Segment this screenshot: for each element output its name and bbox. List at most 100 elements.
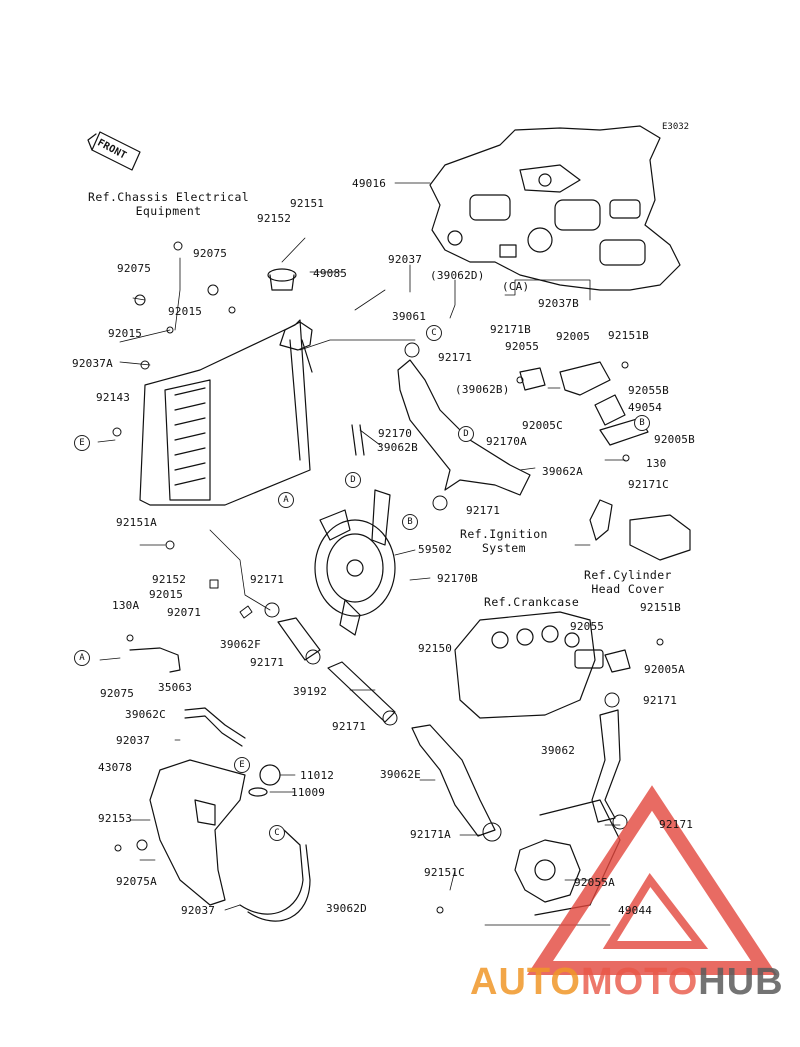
callout-b-1: B	[634, 415, 650, 431]
leader-lines	[97, 182, 626, 926]
radiator-cap-49085	[267, 268, 297, 291]
ref-crankcase-line1: Ref.Crankcase	[484, 595, 580, 609]
part-label-92171-f: 92171	[332, 720, 367, 733]
part-label-92171-e: 92171	[643, 694, 678, 707]
reservoir-hose-39062D	[239, 829, 311, 922]
under-cover-49016	[429, 125, 681, 291]
ref-chassis-line2: Equipment	[135, 204, 202, 218]
part-label-39062D-paren: (39062D)	[430, 269, 485, 282]
watermark-triangle-logo	[527, 785, 777, 975]
part-label-92151B-a: 92151B	[608, 329, 649, 342]
fitting-92005A	[604, 649, 631, 673]
thermostat-housing	[519, 361, 649, 446]
part-label-39062B: 39062B	[377, 441, 418, 454]
cylinder-head-cover	[589, 499, 691, 561]
part-label-92015-c: 92015	[149, 588, 184, 601]
part-label-CA: (CA)	[502, 280, 530, 293]
part-label-92037-b: 92037	[116, 734, 151, 747]
part-label-92055-b: 92055	[570, 620, 605, 633]
part-label-130A: 130A	[112, 599, 140, 612]
part-label-39062E: 39062E	[380, 768, 421, 781]
part-label-92171-c: 92171	[250, 573, 285, 586]
part-label-59502: 59502	[418, 543, 453, 556]
part-label-92151C: 92151C	[424, 866, 465, 879]
part-label-49085: 49085	[313, 267, 348, 280]
ref-ignition-line2: System	[481, 541, 526, 555]
callout-a-2: A	[74, 650, 90, 666]
part-label-49054: 49054	[628, 401, 663, 414]
part-label-92005A: 92005A	[644, 663, 685, 676]
cooling-fan-59502	[314, 489, 396, 636]
hose-39062E	[411, 724, 496, 837]
part-label-49016: 49016	[352, 177, 387, 190]
part-label-39062B-paren: (39062B)	[455, 383, 510, 396]
part-label-92075-b: 92075	[117, 262, 152, 275]
part-label-92153: 92153	[98, 812, 133, 825]
front-direction-arrow	[87, 131, 141, 171]
part-label-92152-top: 92152	[257, 212, 292, 225]
part-label-39061: 39061	[392, 310, 427, 323]
part-label-35063: 35063	[158, 681, 193, 694]
watermark-text: AUTOMOTOHUB	[470, 960, 784, 1004]
hose-39062	[591, 709, 621, 823]
part-label-92005: 92005	[556, 330, 591, 343]
part-label-130-a: 130	[646, 457, 667, 470]
part-label-39192: 39192	[293, 685, 328, 698]
part-label-92171-g: 92171	[659, 818, 694, 831]
ref-cylinder-line1: Ref.Cylinder	[584, 568, 672, 582]
part-label-92075A: 92075A	[116, 875, 157, 888]
part-label-11009: 11009	[291, 786, 326, 799]
ref-ignition-line1: Ref.Ignition	[460, 527, 548, 541]
pipe-39062F	[277, 617, 321, 661]
ref-chassis-line1: Ref.Chassis Electrical	[88, 190, 250, 204]
ref-cylinder-line2: Head Cover	[591, 582, 665, 596]
part-label-92150: 92150	[418, 642, 453, 655]
part-label-49044: 49044	[618, 904, 653, 917]
part-label-39062C: 39062C	[125, 708, 166, 721]
pipe-39192	[327, 661, 396, 723]
part-label-92055B: 92055B	[628, 384, 669, 397]
part-label-92143: 92143	[96, 391, 131, 404]
part-label-92055-a: 92055	[505, 340, 540, 353]
radiator-core	[139, 319, 313, 506]
crankcase	[454, 611, 604, 719]
part-label-92075-a: 92075	[193, 247, 228, 260]
ref-cylinder-head-cover: Ref.Cylinder Head Cover	[584, 568, 672, 596]
part-label-92171B: 92171B	[490, 323, 531, 336]
part-label-92075-c: 92075	[100, 687, 135, 700]
part-label-92005B: 92005B	[654, 433, 695, 446]
part-label-92171-a: 92171	[438, 351, 473, 364]
diagram-id-code: E3032	[662, 122, 690, 132]
part-label-92005C: 92005C	[522, 419, 563, 432]
fasteners	[112, 241, 664, 914]
part-label-92171-d: 92171	[250, 656, 285, 669]
callout-e-1: E	[74, 435, 90, 451]
part-label-92151-top: 92151	[290, 197, 325, 210]
part-label-92151A: 92151A	[116, 516, 157, 529]
part-label-92071: 92071	[167, 606, 202, 619]
watermark-part-moto: MOTO	[580, 961, 699, 1003]
part-label-92171C: 92171C	[628, 478, 669, 491]
small-hose-39062B	[351, 424, 365, 456]
part-label-39062F: 39062F	[220, 638, 261, 651]
part-label-92170: 92170	[378, 427, 413, 440]
part-label-92152-b: 92152	[152, 573, 187, 586]
reservoir-tank-43078	[149, 759, 281, 906]
part-label-92015-b: 92015	[108, 327, 143, 340]
part-label-92170B: 92170B	[437, 572, 478, 585]
part-label-92171-b: 92171	[466, 504, 501, 517]
upper-hose-39062A	[397, 359, 531, 496]
callout-a-1: A	[278, 492, 294, 508]
hose-39062C	[184, 707, 246, 747]
part-label-92037-c: 92037	[181, 904, 216, 917]
callout-e-2: E	[234, 757, 250, 773]
water-pump-49044	[514, 799, 621, 916]
part-label-92055A: 92055A	[574, 876, 615, 889]
part-label-92171A: 92171A	[410, 828, 451, 841]
part-label-39062D: 39062D	[326, 902, 367, 915]
part-label-11012: 11012	[300, 769, 335, 782]
part-label-92037B: 92037B	[538, 297, 579, 310]
part-label-92170A: 92170A	[486, 435, 527, 448]
